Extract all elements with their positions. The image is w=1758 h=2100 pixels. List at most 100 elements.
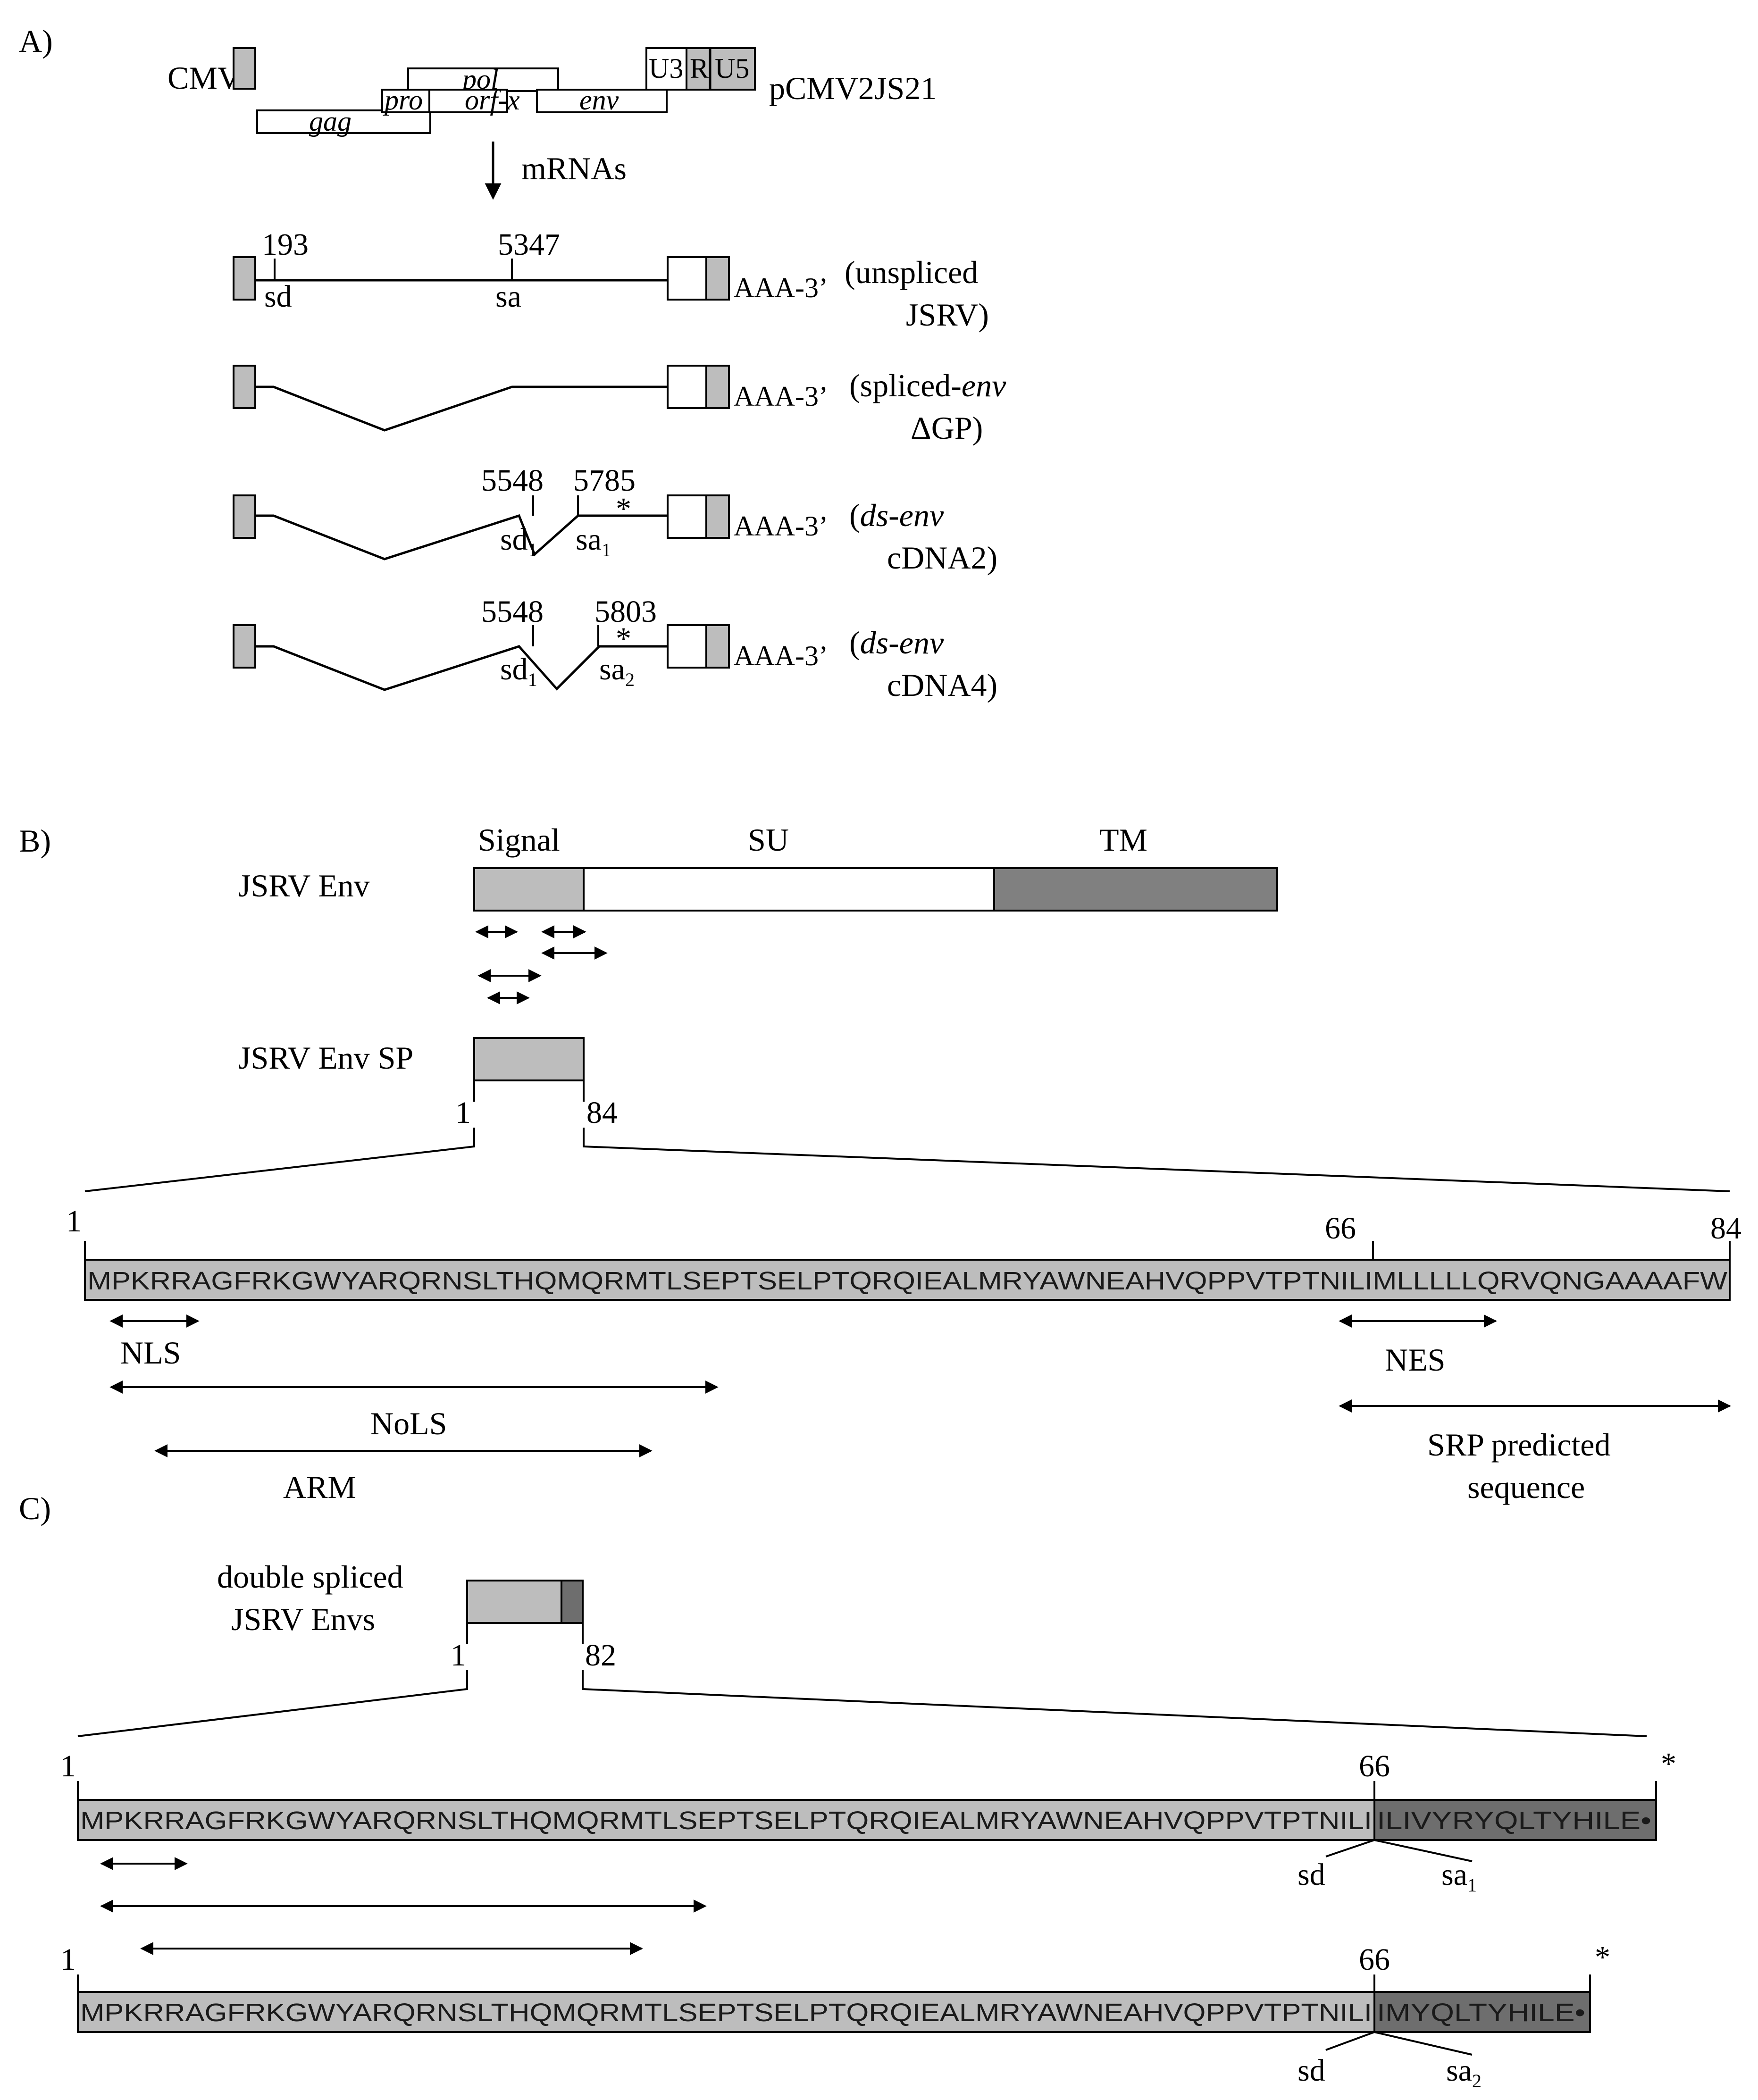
orf-x-label: orf-x [465,84,520,116]
sd-line [1325,2031,1375,2051]
transcript-ds-env-cdna2: 5548 5785 * sd1 sa1 AAA-3’ (ds-env cDNA2… [233,463,997,576]
transcript-desc-line1: (unspliced [845,254,978,290]
ds-sequence-2: 1 66 * MPKRRAGFRKGWYARQRNSLTHQMQRMTLSEPT… [60,1940,1610,2092]
panel-b: B) Signal SU TM JSRV Env JSRV Env SP 1 8… [19,822,1741,1505]
ds-sequence-1: 1 66 * MPKRRAGFRKGWYARQRNSLTHQMQRMTLSEPT… [60,1747,1676,1955]
signal-domain-box [473,867,585,912]
transcript-desc-line2: ΔGP) [911,410,983,446]
sa-label: sa2 [1446,2053,1482,2092]
transcript-desc-line1: (ds-env [849,625,944,661]
zoom-left [84,1128,475,1192]
domain-tm-label: TM [1099,822,1147,858]
transcript-ds-env-cdna4: 5548 5803 * sd1 sa2 AAA-3’ (ds-env cDNA4… [233,594,997,703]
tail-sequence: ILIVYRYQLTYHILE• [1377,1807,1651,1835]
ds-zoom-left [77,1670,468,1737]
three-prime-box [667,256,707,301]
domain-signal-label: Signal [478,822,560,858]
tail-sequence: IMYQLTYHILE• [1377,1999,1585,2027]
sa-label: sa1 [1441,1857,1477,1896]
three-prime-box [667,365,707,409]
poly-a-label: AAA-3’ [734,640,828,671]
seq-start-number: 1 [66,1204,82,1238]
sd-label: sd [1298,1857,1325,1892]
sd-label: sd1 [500,652,537,690]
stop-star: * [1595,1940,1610,1975]
transcript-desc-line2: cDNA2) [887,540,997,576]
tm-domain-box [993,867,1278,912]
seq-start-number: 1 [60,1942,76,1977]
ds-env-box [466,1580,562,1624]
splice-path [255,385,668,432]
transcript-desc-line1: (ds-env [849,497,944,533]
plasmid-label: pCMV2JS21 [769,70,937,106]
srp-label-line2: sequence [1467,1469,1585,1505]
stop-star: * [616,492,631,526]
poly-a-label: AAA-3’ [734,510,828,542]
three-prime-box [667,494,707,539]
pro-box [381,89,430,113]
five-prime-box [233,624,256,669]
sa-line [1374,2031,1473,2056]
gag-box [256,109,431,134]
poly-a-label: AAA-3’ [734,272,828,303]
sd-position: 5548 [481,463,544,498]
signal-peptide-sequence: MPKRRAGFRKGWYARQRNSLTHQMQRMTLSEPTSELPTQR… [87,1267,1727,1295]
stop-star: * [616,621,631,656]
cmv-box [233,47,256,90]
sd-label: sd1 [500,522,537,561]
domain-su-label: SU [748,822,789,858]
sa-label: sa2 [599,652,635,690]
sd-position: 5548 [481,594,544,629]
sa-label: sa1 [576,522,611,561]
seq-end-number: 84 [1710,1211,1741,1246]
common-sequence: MPKRRAGFRKGWYARQRNSLTHQMQRMTLSEPTSELPTQR… [80,1807,1372,1835]
ds-end-number: 82 [585,1638,616,1673]
ltr-r-label: R [690,53,709,84]
sp-box [473,1037,585,1081]
env-box [536,89,668,113]
sa-position: 5785 [573,463,636,498]
common-segment [77,1799,1375,1841]
ltr-u3-box [645,47,687,91]
ds-zoom-right [582,1670,1647,1737]
panel-a-label: A) [19,23,53,59]
sa-label: sa [495,279,521,314]
srp-label-line1: SRP predicted [1427,1427,1610,1463]
ltr-u5-label: U5 [715,53,749,84]
env-protein-label: JSRV Env [238,868,370,904]
gag-label: gag [309,106,352,137]
three-prime-r-box [705,256,730,301]
sp-label: JSRV Env SP [238,1040,413,1076]
panel-a: A) CMV pol gag pro orf-x env U3 R U5 pCM… [19,23,1006,703]
sequence-bar [84,1259,1731,1301]
panel-b-label: B) [19,823,51,859]
sd-label: sd [264,279,292,314]
pro-label: pro [383,84,423,116]
sp-end-number: 84 [586,1096,618,1130]
transcript-desc-line2: cDNA4) [887,667,997,703]
ltr-u3-label: U3 [649,53,683,84]
three-prime-r-box [705,624,730,669]
transcript-desc-line2: JSRV) [906,297,989,333]
transcript-unspliced: 193 5347 sd sa AAA-3’ (unspliced JSRV) [233,227,989,333]
sd-label: sd [1298,2053,1325,2088]
su-domain-box [583,867,995,912]
sa-position: 5803 [594,594,657,629]
nols-label: NoLS [370,1406,447,1441]
sp-start-number: 1 [455,1096,471,1130]
five-prime-box [233,256,256,301]
c-title-line1: double spliced [217,1559,403,1595]
env-label: env [579,84,619,116]
seq-mark-number: 66 [1359,1942,1390,1977]
panel-c-label: C) [19,1490,51,1526]
transcript-desc-line1: (spliced-env [849,368,1006,403]
arm-label: ARM [283,1469,356,1505]
tail-segment [1373,1991,1591,2033]
three-prime-r-box [705,365,730,409]
poly-a-label: AAA-3’ [734,381,828,412]
transcript-spliced-env: AAA-3’ (spliced-env ΔGP) [233,365,1006,446]
three-prime-r-box [705,494,730,539]
sa-position: 5347 [498,227,560,262]
seq-start-number: 1 [60,1749,76,1783]
sd-line [1325,1839,1375,1857]
